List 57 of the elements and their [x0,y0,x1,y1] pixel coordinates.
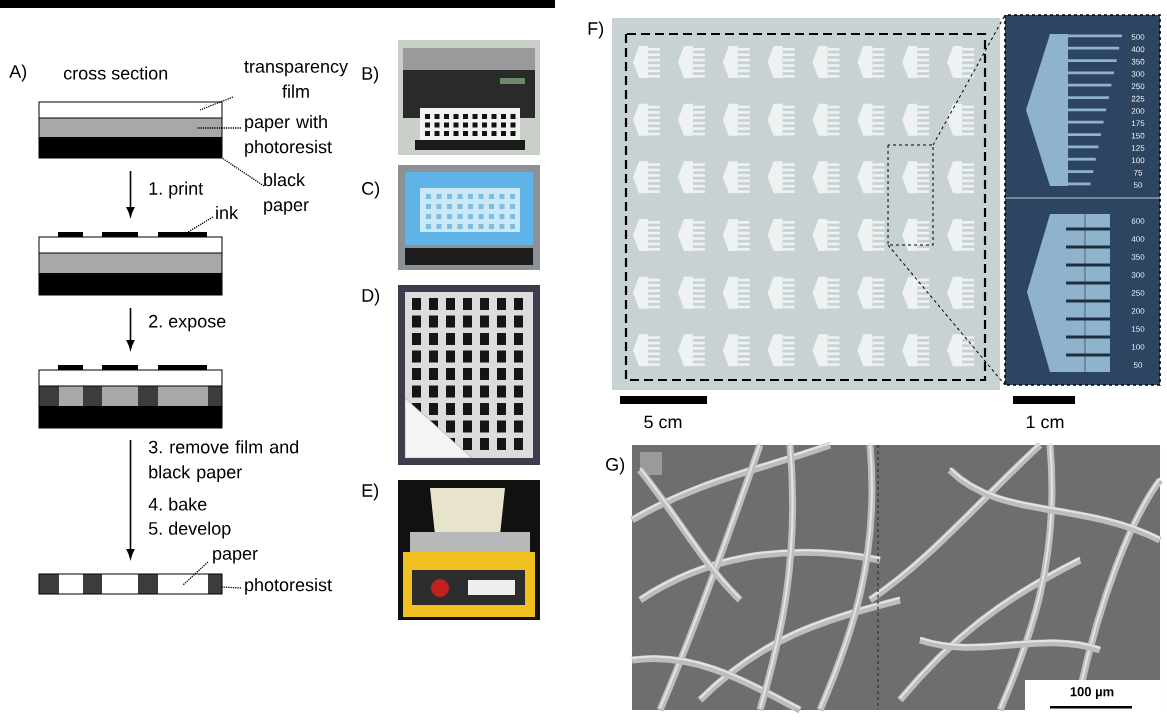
width-label: 250 [1131,83,1145,90]
step-label: 2. expose [149,314,226,332]
layer-stack-drawing [38,232,223,296]
process-arrow [126,170,135,217]
width-label: 150 [1131,132,1145,139]
layer-stack-drawing [38,365,223,429]
layer-stack-drawing [38,101,223,159]
width-label: 250 [1131,290,1145,296]
width-label: 200 [1131,108,1145,114]
leader-line [199,96,234,111]
width-label: 500 [1131,34,1145,40]
part-label: paper [213,550,258,564]
width-label: 400 [1131,46,1145,53]
process-arrow [126,439,135,559]
width-label: 100 [1131,344,1145,350]
part-label: ink [216,206,239,220]
width-label: 350 [1131,254,1145,260]
width-label: 50 [1133,182,1143,188]
layer-stack-drawing [38,573,223,595]
panel-letter: B) [362,66,379,84]
part-label: transparency film [244,61,348,98]
panel-title: cross section [63,66,168,80]
scale-label: 5 cm [644,415,682,429]
width-label: 200 [1131,308,1145,314]
scale-label: 100 µm [1070,687,1114,699]
width-label: 300 [1131,272,1145,278]
panel-letter: D) [362,288,380,306]
width-label: 400 [1131,236,1145,242]
part-label: black paper [264,173,309,215]
part-label: photoresist [245,578,332,595]
width-label: 350 [1131,58,1145,65]
step-label: 3. remove film and black paper [148,440,299,482]
process-arrow [126,307,135,350]
width-label: 125 [1131,145,1145,151]
scale-label: 1 cm [1026,415,1064,429]
part-label: paper with photoresist [245,115,332,157]
leader-line [221,157,265,187]
panel-letter: A) [9,64,27,82]
panel-letter: F) [588,21,604,39]
width-label: 150 [1131,326,1145,332]
width-label: 50 [1133,362,1143,368]
width-label: 600 [1131,218,1145,224]
leader-line [182,561,209,586]
panel-letter: G) [606,457,625,475]
panel-letter: E) [362,483,379,501]
width-label: 225 [1131,95,1145,102]
panel-letter: C) [362,181,380,199]
leader-line [187,216,214,233]
step-label: 5. develop [148,521,231,539]
width-label: 75 [1133,169,1143,176]
leader-line [221,586,242,589]
width-label: 100 [1131,157,1145,164]
width-label: 300 [1131,71,1145,77]
step-label: 1. print [149,181,204,199]
leader-line [196,127,242,129]
width-label: 175 [1131,120,1145,127]
step-label: 4. bake [148,497,207,511]
